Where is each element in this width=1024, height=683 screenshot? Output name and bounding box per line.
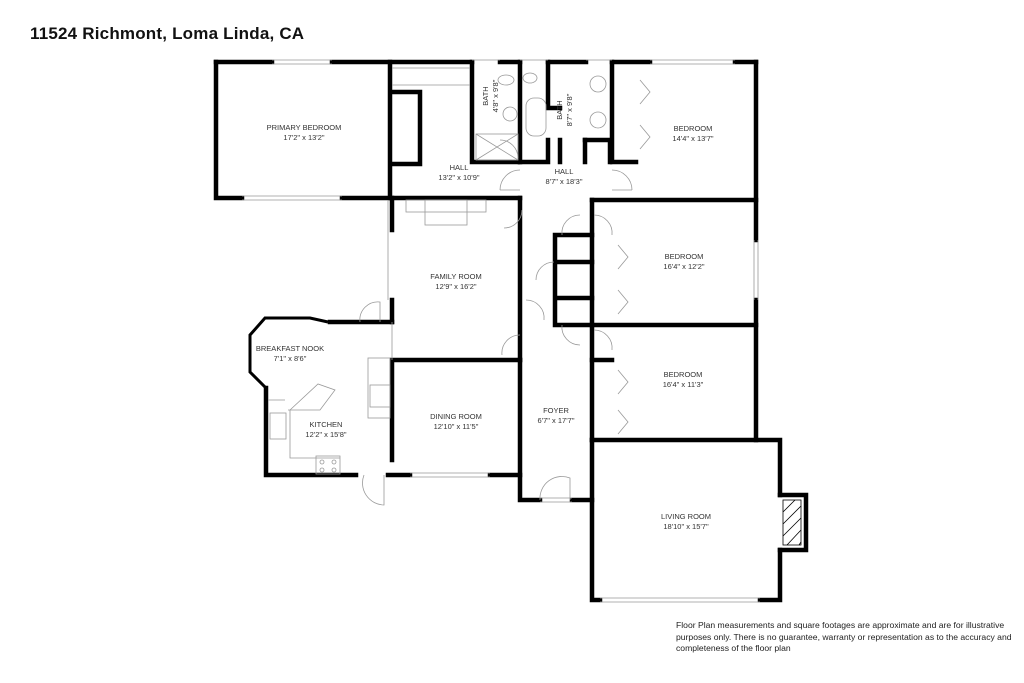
room-bedroom-2: Bedroom 16'4" x 12'2" [663,252,704,272]
room-name: Family Room [430,272,482,281]
room-dimensions: 4'8" x 9'8" [491,79,500,113]
room-name: Bedroom [673,124,713,133]
room-bedroom-1: Bedroom 14'4" x 13'7" [672,124,713,144]
room-name: Foyer [543,406,569,415]
room-family-room: Family Room 12'9" x 16'2" [430,272,481,292]
room-name: Bedroom [663,370,703,379]
room-hall-2: Hall 8'7" x 18'3" [546,167,583,187]
room-name: Bath [555,100,564,120]
room-breakfast-nook: Breakfast Nook 7'1" x 8'6" [256,344,324,364]
room-dimensions: 12'2" x 15'8" [305,430,347,439]
room-dimensions: 12'9" x 16'2" [435,282,477,291]
room-dimensions: 16'4" x 11'3" [662,380,704,389]
room-living-room: Living Room 18'10" x 15'7" [661,512,711,532]
room-dimensions: 13'2" x 10'9" [438,173,480,182]
room-name: Hall [554,167,574,176]
room-dimensions: 8'7" x 18'3" [545,177,583,186]
room-dimensions: 6'7" x 17'7" [537,416,575,425]
room-dimensions: 8'7" x 9'8" [565,93,574,127]
room-name: Breakfast Nook [255,344,325,353]
room-dimensions: 17'2" x 13'2" [283,133,325,142]
property-address-title: 11524 Richmont, Loma Linda, CA [30,24,305,43]
room-dimensions: 18'10" x 15'7" [663,522,709,531]
room-foyer: Foyer 6'7" x 17'7" [538,406,575,426]
room-name: Living Room [660,512,712,521]
room-name: Hall [449,163,469,172]
room-name: Primary Bedroom [266,123,342,132]
room-bedroom-3: Bedroom 16'4" x 11'3" [663,370,704,390]
room-name: Bath [481,86,490,106]
room-bath-2: Bath 8'7" x 9'8" [555,94,575,127]
room-name: Dining Room [430,412,482,421]
room-primary-bedroom: Primary Bedroom 17'2" x 13'2" [267,123,342,143]
room-dining-room: Dining Room 12'10" x 11'5" [430,412,482,432]
room-kitchen: Kitchen 12'2" x 15'8" [305,420,346,440]
room-dimensions: 16'4" x 12'2" [663,262,705,271]
room-dimensions: 14'4" x 13'7" [672,134,714,143]
room-name: Kitchen [309,420,343,429]
room-hall-1: Hall 13'2" x 10'9" [438,163,479,183]
room-dimensions: 12'10" x 11'5" [433,422,479,431]
room-name: Bedroom [664,252,704,261]
room-dimensions: 7'1" x 8'6" [273,354,307,363]
room-bath-1: Bath 4'8" x 9'8" [481,80,501,113]
disclaimer-text: Floor Plan measurements and square foota… [676,620,1012,653]
